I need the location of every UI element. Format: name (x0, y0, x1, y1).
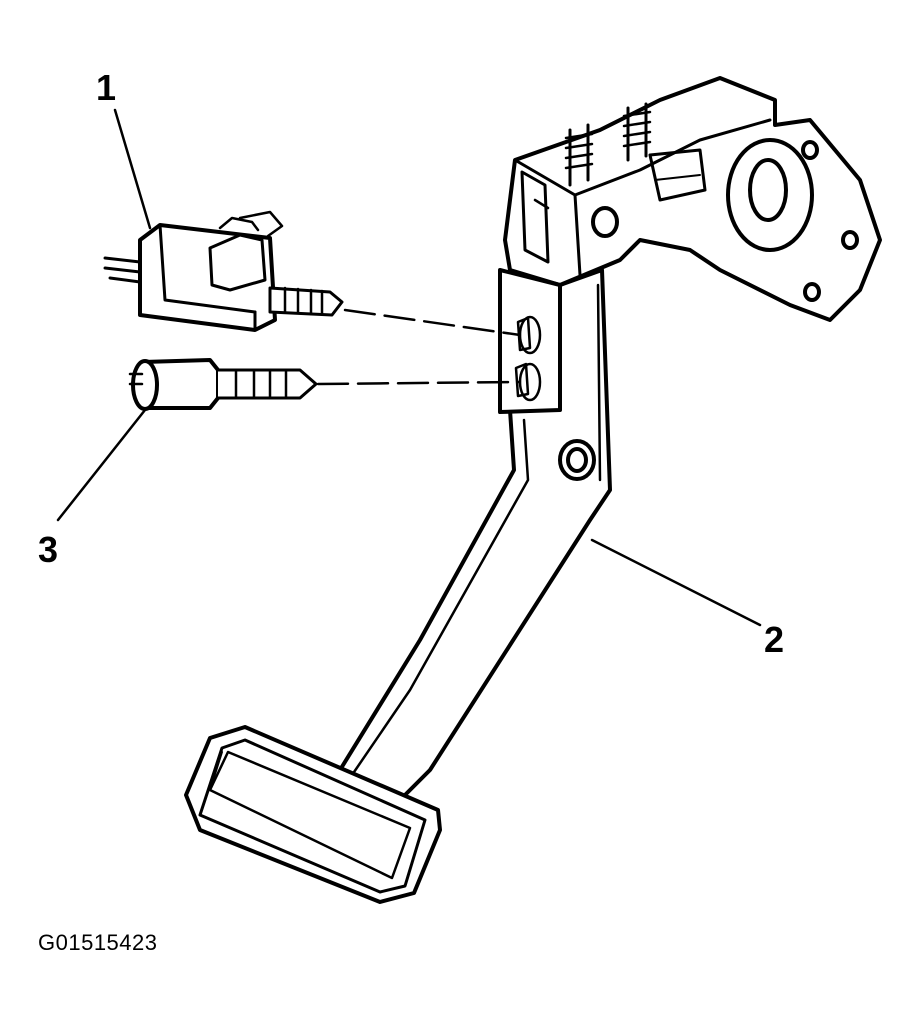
leader-line-3 (56, 408, 147, 522)
leader-lines (56, 108, 762, 627)
stop-lamp-switch (103, 210, 344, 332)
callout-1: 1 (96, 67, 117, 108)
cruise-release-switch (128, 358, 318, 411)
figure-id: G01515423 (38, 930, 158, 955)
brake-pedal-arm (338, 268, 612, 802)
callout-3: 3 (38, 529, 59, 570)
leader-line-2 (590, 538, 762, 627)
switch-mount-plate (498, 268, 602, 414)
mounting-bracket (503, 76, 882, 322)
callout-2: 2 (764, 619, 785, 660)
leader-line-1 (113, 108, 152, 230)
installation-lines (316, 308, 522, 386)
pedal-pad (184, 725, 442, 904)
